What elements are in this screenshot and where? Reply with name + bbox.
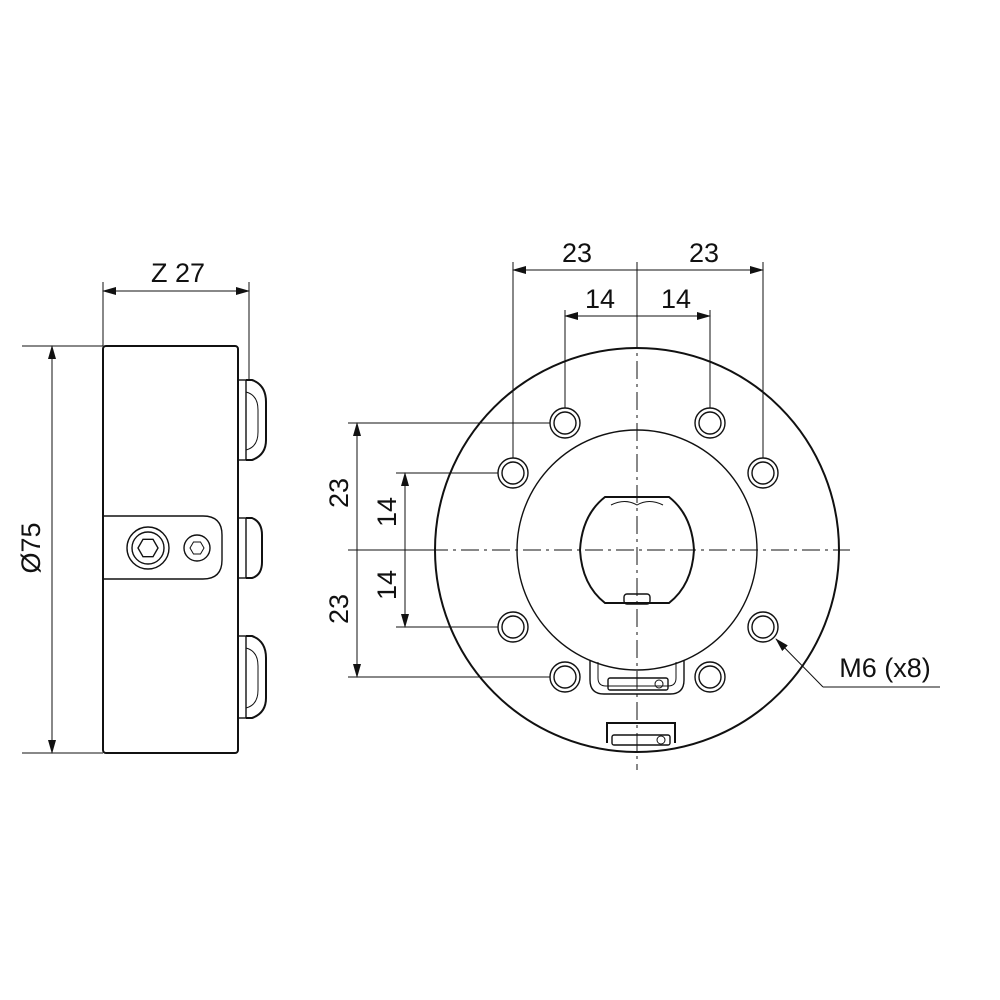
dim-top-outer-left: 23 [562, 238, 592, 268]
top-dimensions: 23 23 14 14 [512, 238, 764, 458]
thread-callout-label: M6 (x8) [839, 653, 931, 683]
left-dimensions: 23 23 14 14 [324, 422, 550, 678]
dim-left-outer-bottom: 23 [324, 594, 354, 624]
dim-left-inner-top: 14 [372, 497, 402, 527]
width-dimension: Z 27 [102, 258, 250, 380]
grub-screw-icon [183, 534, 211, 562]
side-bump-middle [237, 517, 263, 579]
dim-top-inner-right: 14 [661, 284, 691, 314]
front-view: 23 23 14 14 23 23 14 14 M6 (x8) [324, 238, 940, 770]
side-clamp-block [103, 515, 223, 580]
thread-callout: M6 (x8) [775, 638, 940, 688]
width-label: Z 27 [151, 258, 205, 288]
thread-hole-icon [497, 407, 779, 693]
side-body [102, 345, 239, 754]
dim-left-inner-bottom: 14 [372, 570, 402, 600]
side-view: Z 27 Ø75 [16, 258, 267, 754]
diameter-label: Ø75 [16, 522, 46, 573]
side-bump-bottom [237, 635, 267, 719]
dim-top-outer-right: 23 [689, 238, 719, 268]
side-bump-top [237, 379, 267, 461]
dim-left-outer-top: 23 [324, 478, 354, 508]
latch-mechanism [589, 660, 685, 695]
socket-screw-icon [126, 526, 170, 570]
bottom-tab [606, 722, 676, 746]
dim-top-inner-left: 14 [585, 284, 615, 314]
diameter-dimension: Ø75 [16, 345, 103, 754]
